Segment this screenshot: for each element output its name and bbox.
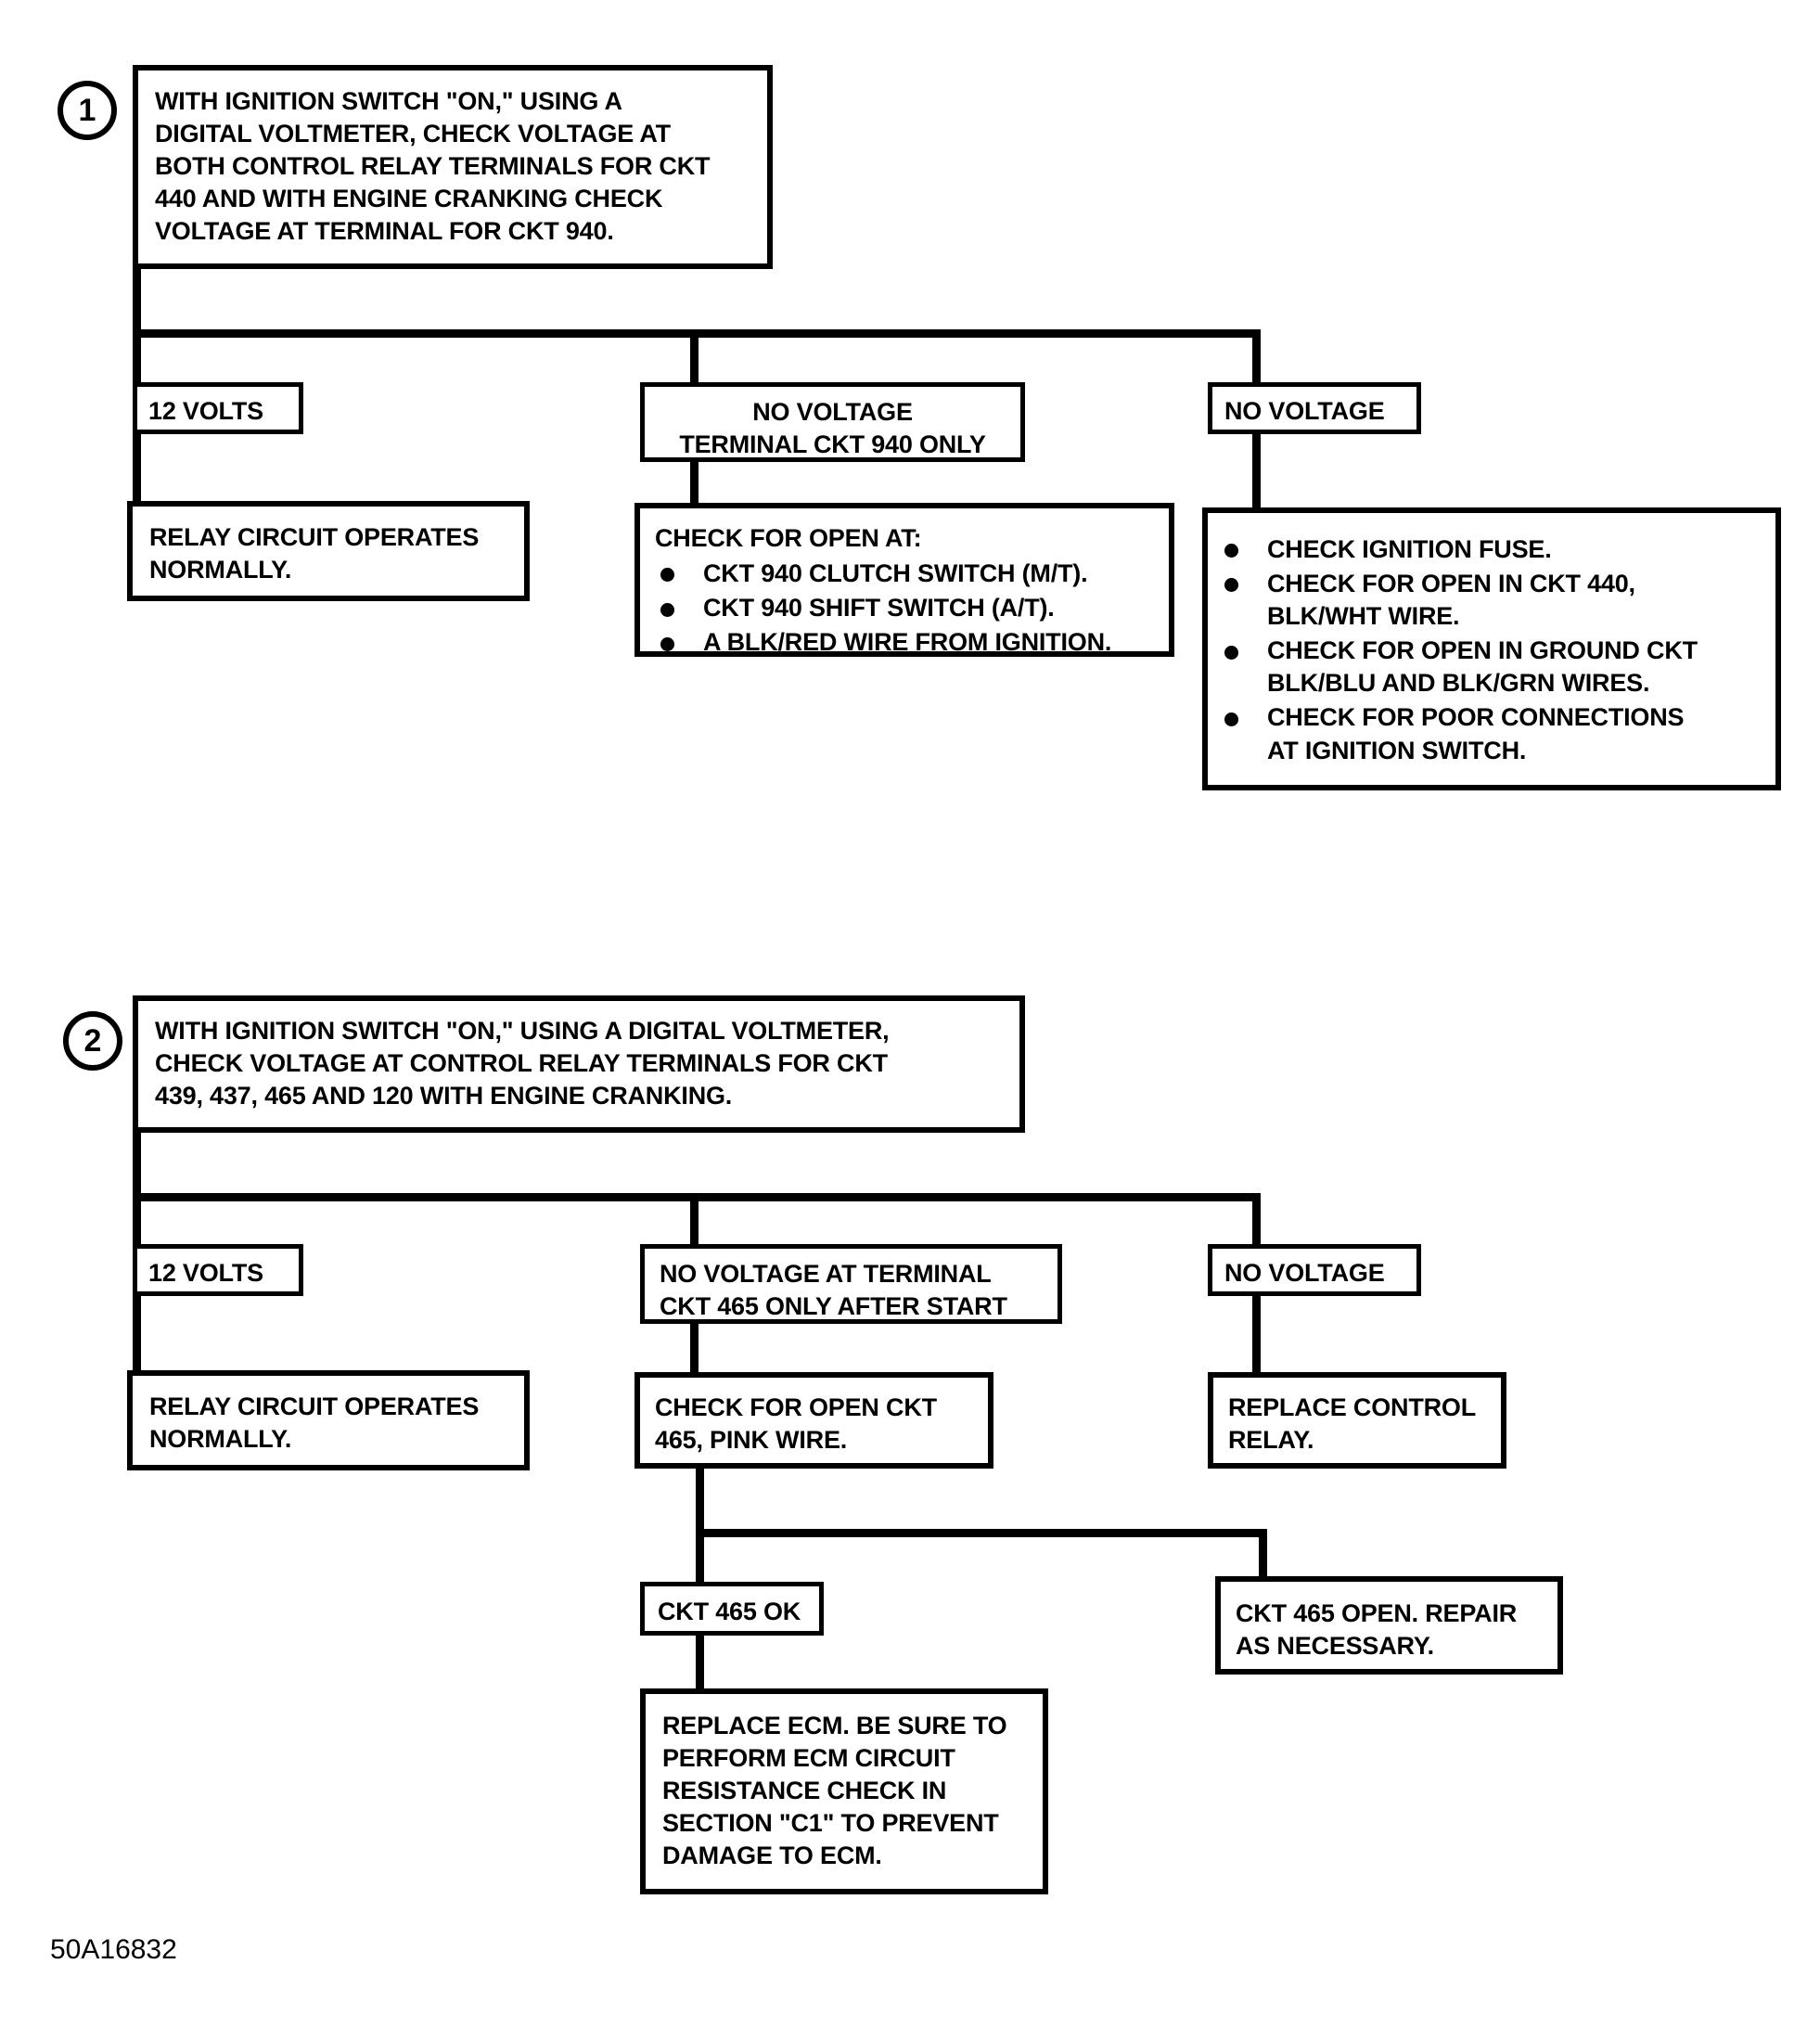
- step-2-branch-1-result-text: RELAY CIRCUIT OPERATES NORMALLY.: [149, 1393, 480, 1454]
- step-2-sub-branch-1-result-box: REPLACE ECM. BE SURE TO PERFORM ECM CIRC…: [640, 1688, 1048, 1894]
- connector-s1-drop-mid: [690, 329, 699, 385]
- step-1-branch-1-condition-box: 12 VOLTS: [133, 382, 303, 434]
- list-item: A BLK/RED WIRE FROM IGNITION.: [655, 626, 1169, 659]
- connector-s1-trunk: [133, 269, 141, 336]
- connector-s2-b2-link: [690, 1322, 699, 1376]
- list-item: CKT 940 CLUTCH SWITCH (M/T).: [655, 558, 1169, 590]
- step-1-branch-1-result-text: RELAY CIRCUIT OPERATES NORMALLY.: [149, 523, 480, 584]
- step-2-prompt-text: WITH IGNITION SWITCH "ON," USING A DIGIT…: [155, 1017, 890, 1110]
- bullet-icon: [660, 636, 674, 651]
- connector-s2-sub-trunk: [696, 1469, 704, 1535]
- connector-s1-drop-right: [1252, 329, 1261, 385]
- list-item: CHECK IGNITION FUSE.: [1219, 533, 1775, 566]
- connector-s2-sub-drop-right: [1259, 1529, 1267, 1588]
- bullet-icon: [660, 602, 674, 617]
- connector-s1-b1-link: [133, 432, 141, 505]
- step-2-sub-branch-1-condition-box: CKT 465 OK: [640, 1582, 824, 1636]
- step-1-branch-1-result-box: RELAY CIRCUIT OPERATES NORMALLY.: [127, 501, 530, 601]
- step-1-branch-2-condition-box: NO VOLTAGE TERMINAL CKT 940 ONLY: [640, 382, 1025, 462]
- connector-s2-b1-link: [133, 1294, 141, 1374]
- step-2-branch-3-result-box: REPLACE CONTROL RELAY.: [1208, 1372, 1506, 1469]
- step-2-branch-1-condition-box: 12 VOLTS: [133, 1244, 303, 1296]
- bullet-icon: [1224, 544, 1238, 558]
- connector-s2-sub-b1-link: [696, 1634, 704, 1691]
- list-item-text: CHECK IGNITION FUSE.: [1267, 535, 1552, 563]
- connector-s2-drop-right: [1252, 1193, 1261, 1251]
- step-1-branch-3-condition-box: NO VOLTAGE: [1208, 382, 1421, 434]
- step-2-sub-branch-2-condition-text: CKT 465 OPEN. REPAIR AS NECESSARY.: [1236, 1599, 1518, 1661]
- step-2-sub-branch-1-condition-text: CKT 465 OK: [658, 1598, 801, 1625]
- step-1-branch-2-result-list: CKT 940 CLUTCH SWITCH (M/T). CKT 940 SHI…: [655, 558, 1169, 659]
- step-1-branch-3-result-list: CHECK IGNITION FUSE. CHECK FOR OPEN IN C…: [1219, 533, 1775, 767]
- list-item-text: CKT 940 SHIFT SWITCH (A/T).: [703, 594, 1055, 623]
- list-item: CHECK FOR POOR CONNECTIONS AT IGNITION S…: [1219, 701, 1775, 766]
- step-2-branch-1-condition-text: 12 VOLTS: [148, 1259, 263, 1287]
- step-2-branch-2-result-box: CHECK FOR OPEN CKT 465, PINK WIRE.: [634, 1372, 993, 1469]
- connector-s1-drop-left: [133, 329, 141, 385]
- step-2-branch-2-condition-box: NO VOLTAGE AT TERMINAL CKT 465 ONLY AFTE…: [640, 1244, 1062, 1324]
- bullet-icon: [1224, 578, 1238, 593]
- connector-s2-b3-link: [1252, 1294, 1261, 1378]
- step-2-sub-branch-2-condition-box: CKT 465 OPEN. REPAIR AS NECESSARY.: [1215, 1576, 1563, 1675]
- step-1-branch-2-condition-text: NO VOLTAGE TERMINAL CKT 940 ONLY: [679, 398, 986, 459]
- step-number-1-label: 1: [78, 92, 96, 128]
- list-item-text: CHECK FOR POOR CONNECTIONS AT IGNITION S…: [1267, 703, 1685, 764]
- step-number-2: 2: [63, 1011, 122, 1071]
- connector-s2-trunk: [133, 1133, 141, 1200]
- step-1-branch-2-result-heading: CHECK FOR OPEN AT:: [655, 524, 922, 552]
- connector-s2-drop-mid: [690, 1193, 699, 1251]
- bullet-icon: [1224, 712, 1238, 726]
- connector-s2-sub-bus: [696, 1529, 1267, 1537]
- step-2-branch-3-condition-text: NO VOLTAGE: [1224, 1259, 1385, 1287]
- step-2-branch-1-result-box: RELAY CIRCUIT OPERATES NORMALLY.: [127, 1370, 530, 1470]
- step-2-branch-2-condition-text: NO VOLTAGE AT TERMINAL CKT 465 ONLY AFTE…: [660, 1260, 1007, 1321]
- step-1-prompt-text: WITH IGNITION SWITCH "ON," USING A DIGIT…: [155, 87, 711, 246]
- connector-s1-b2-link: [690, 460, 699, 507]
- step-number-1: 1: [58, 81, 117, 140]
- step-1-branch-1-condition-text: 12 VOLTS: [148, 397, 263, 425]
- step-2-prompt-box: WITH IGNITION SWITCH "ON," USING A DIGIT…: [133, 995, 1025, 1133]
- step-1-branch-3-result-box: CHECK IGNITION FUSE. CHECK FOR OPEN IN C…: [1202, 507, 1781, 790]
- step-2-sub-branch-1-result-text: REPLACE ECM. BE SURE TO PERFORM ECM CIRC…: [662, 1712, 1007, 1870]
- list-item-text: CKT 940 CLUTCH SWITCH (M/T).: [703, 559, 1088, 588]
- bullet-icon: [1224, 645, 1238, 660]
- step-1-branch-3-condition-text: NO VOLTAGE: [1224, 397, 1385, 425]
- footer-document-code: 50A16832: [50, 1934, 177, 1965]
- connector-s2-drop-left: [133, 1193, 141, 1251]
- list-item: CHECK FOR OPEN IN GROUND CKT BLK/BLU AND…: [1219, 635, 1775, 700]
- list-item: CHECK FOR OPEN IN CKT 440, BLK/WHT WIRE.: [1219, 568, 1775, 633]
- list-item-text: A BLK/RED WIRE FROM IGNITION.: [703, 628, 1112, 657]
- list-item-text: CHECK FOR OPEN IN CKT 440, BLK/WHT WIRE.: [1267, 570, 1635, 631]
- step-2-branch-3-condition-box: NO VOLTAGE: [1208, 1244, 1421, 1296]
- step-2-branch-2-result-text: CHECK FOR OPEN CKT 465, PINK WIRE.: [655, 1393, 937, 1455]
- step-number-2-label: 2: [83, 1022, 102, 1059]
- step-1-prompt-box: WITH IGNITION SWITCH "ON," USING A DIGIT…: [133, 65, 773, 269]
- bullet-icon: [660, 568, 674, 583]
- step-2-branch-3-result-text: REPLACE CONTROL RELAY.: [1228, 1393, 1477, 1455]
- list-item: CKT 940 SHIFT SWITCH (A/T).: [655, 592, 1169, 624]
- connector-s1-b3-link: [1252, 432, 1261, 510]
- step-1-branch-2-result-box: CHECK FOR OPEN AT: CKT 940 CLUTCH SWITCH…: [634, 503, 1174, 657]
- connector-s2-sub-drop-left: [696, 1529, 704, 1588]
- list-item-text: CHECK FOR OPEN IN GROUND CKT BLK/BLU AND…: [1267, 636, 1698, 698]
